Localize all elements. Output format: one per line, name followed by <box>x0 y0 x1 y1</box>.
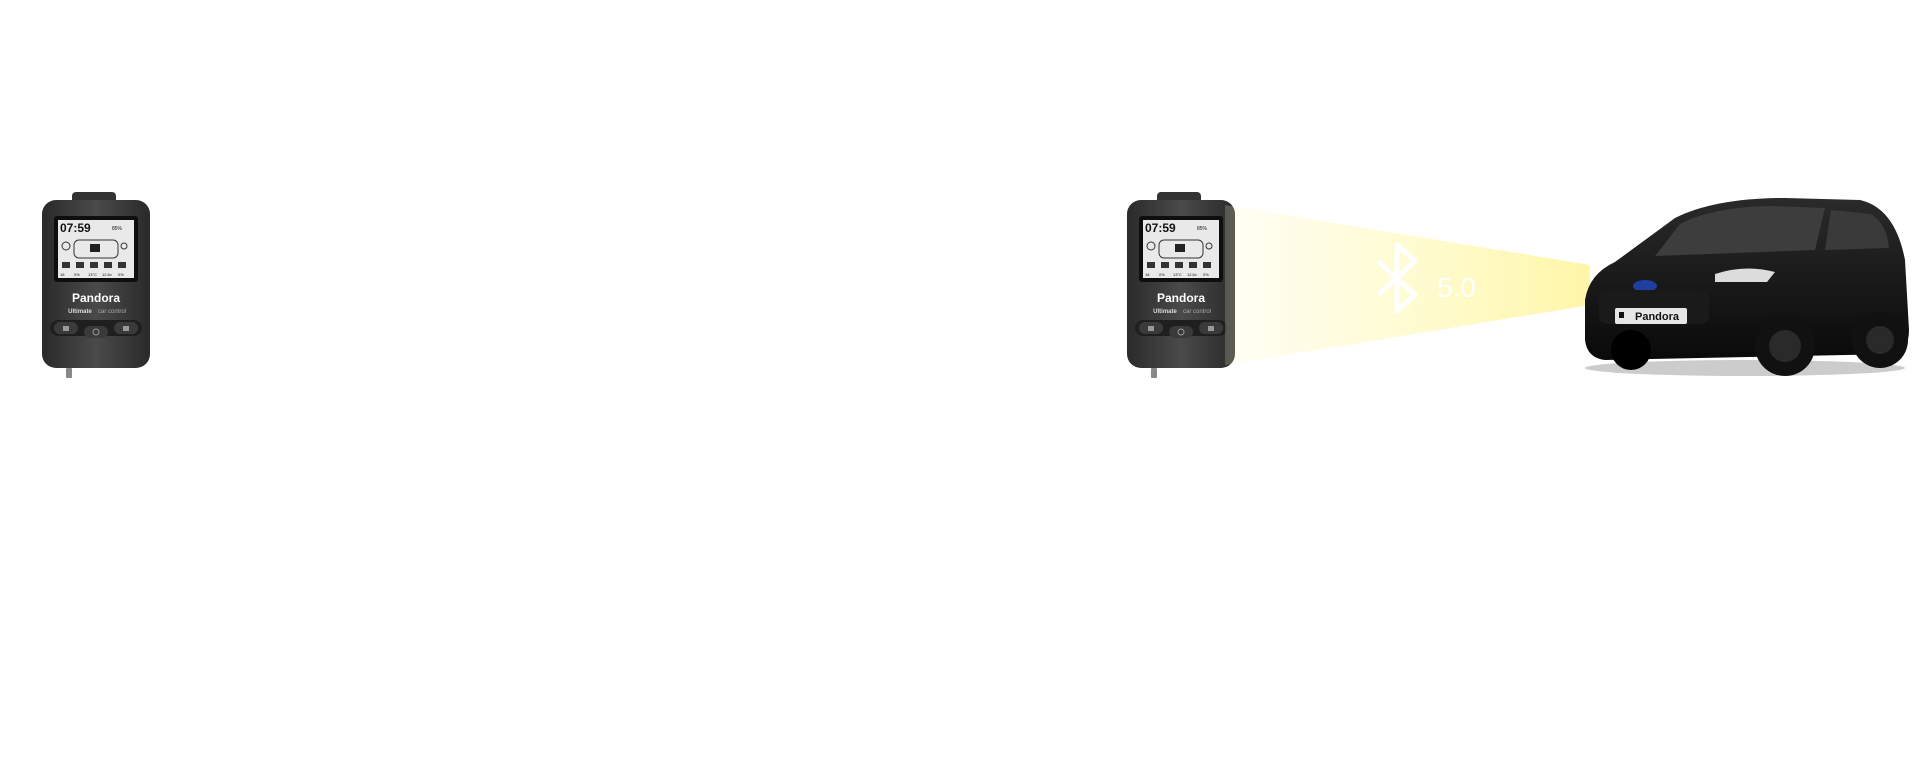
lock-icon <box>63 326 69 331</box>
fob-tagline-strong: Ultimate <box>1153 309 1177 315</box>
fob-button-fan[interactable] <box>1169 326 1193 338</box>
bluetooth-version: 5.0 <box>1437 272 1476 303</box>
fob-status-value-2: 0% <box>74 272 80 277</box>
fob-button-unlock[interactable] <box>1199 322 1223 334</box>
plate-lock-icon <box>1619 312 1624 318</box>
fob-key-ring <box>1151 368 1157 378</box>
fob-time: 07:59 <box>60 221 91 235</box>
fob-button-lock[interactable] <box>54 322 78 334</box>
license-plate <box>1615 308 1687 324</box>
car-status-graphic <box>1146 239 1213 259</box>
car-headlight <box>1715 268 1775 282</box>
fob-brand: Pandora <box>72 291 120 305</box>
fob-status-value-1: 18 <box>60 272 65 277</box>
unlock-icon <box>123 326 129 331</box>
car-shadow <box>1585 360 1905 376</box>
fob-key-ring <box>66 368 72 378</box>
fob-status-value-5: 0% <box>1203 272 1209 277</box>
lock-icon <box>1148 326 1154 331</box>
car-side-window <box>1825 210 1889 250</box>
fob-tagline-strong: Ultimate <box>68 309 92 315</box>
car-windshield <box>1655 206 1825 256</box>
fob-status-icons <box>1147 262 1211 268</box>
car-badge <box>1633 280 1657 292</box>
fob-status-value-1: 18 <box>1145 272 1150 277</box>
remote-fob-right: 07:59 85% 18 0% 13°C 12.6v 0% Pandora Ul… <box>1125 190 1237 380</box>
fob-brand: Pandora <box>1157 291 1205 305</box>
fan-icon <box>92 328 100 336</box>
fob-button-unlock[interactable] <box>114 322 138 334</box>
fob-battery: 85% <box>112 226 123 232</box>
fan-icon <box>1177 328 1185 336</box>
unlock-icon <box>1208 326 1214 331</box>
fob-status-icons <box>62 262 126 268</box>
bluetooth-icon <box>1377 242 1418 314</box>
car-image: Pandora <box>1575 190 1915 380</box>
car-wheel-front <box>1611 330 1651 370</box>
fob-time: 07:59 <box>1145 221 1176 235</box>
fob-battery: 85% <box>1197 226 1208 232</box>
car-status-graphic <box>61 239 128 259</box>
fob-button-lock[interactable] <box>1139 322 1163 334</box>
fob-status-value-4: 12.6v <box>102 272 112 277</box>
remote-fob-left: 07:59 85% 18 0% 13°C 12.6v 0% Pandora Ul… <box>40 190 152 380</box>
fob-status-value-4: 12.6v <box>1187 272 1197 277</box>
fob-status-value-5: 0% <box>118 272 124 277</box>
fob-status-value-2: 0% <box>1159 272 1165 277</box>
fob-tagline-rest: car control <box>1183 309 1211 315</box>
fob-status-value-3: 13°C <box>88 272 97 277</box>
fob-status-value-3: 13°C <box>1173 272 1182 277</box>
license-plate-text: Pandora <box>1635 311 1680 323</box>
fob-tagline-rest: car control <box>98 309 126 315</box>
bluetooth-signal-beam: 5.0 <box>1225 205 1590 365</box>
fob-button-fan[interactable] <box>84 326 108 338</box>
